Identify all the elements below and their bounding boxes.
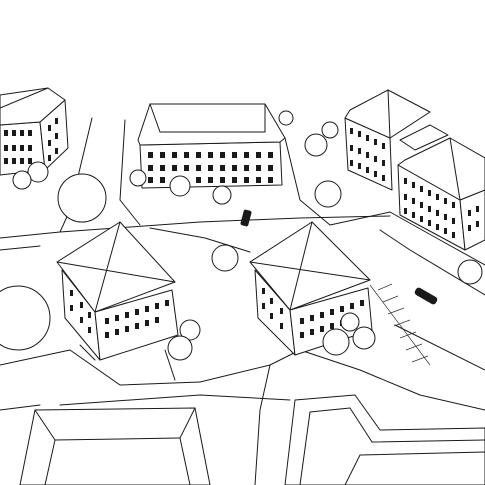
trees [0,110,483,361]
building-top-right-block [344,89,449,191]
building-right-long-block [397,137,485,251]
building-top-left-block [0,87,69,176]
building-center-left-pavilion [56,221,179,361]
building-bottom-left-block [19,407,211,485]
car-center [240,209,252,227]
road-network [0,117,485,485]
car-right [414,287,438,305]
building-top-center-block [137,103,286,189]
building-center-right-pavilion [249,221,373,356]
building-bottom-right-block [284,394,485,485]
